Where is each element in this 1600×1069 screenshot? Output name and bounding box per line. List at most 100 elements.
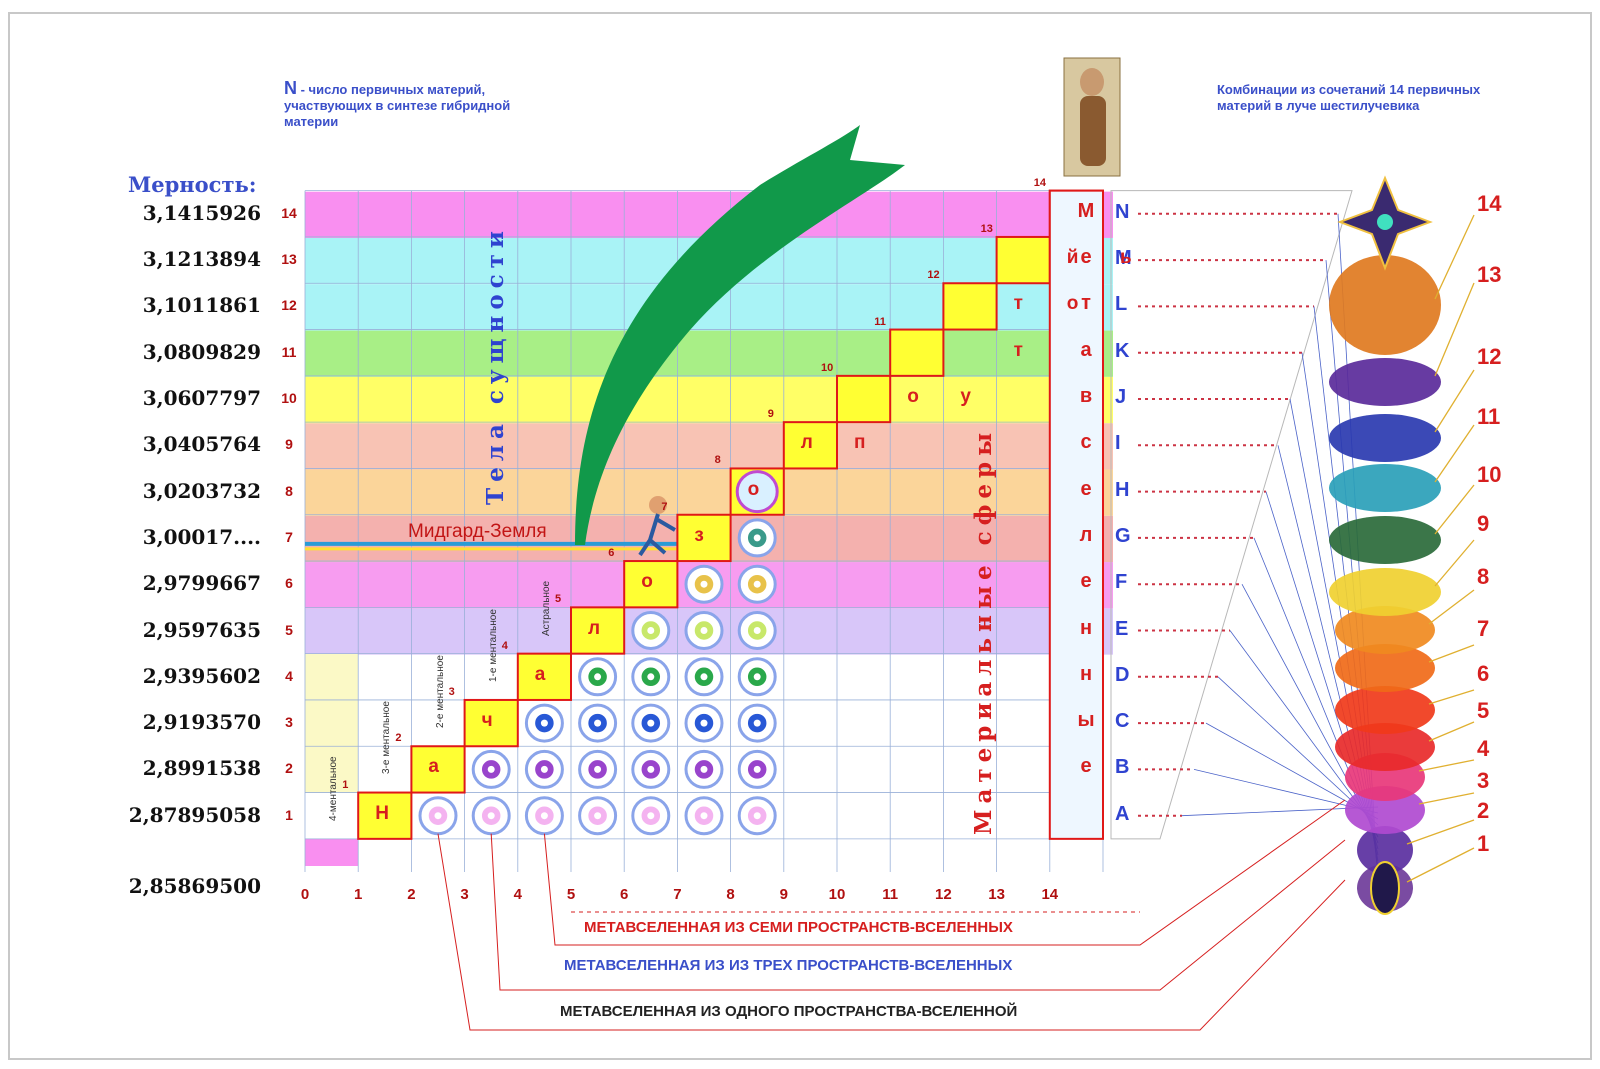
sphere-icon bbox=[753, 534, 761, 542]
dimension-value: 3,1415926 bbox=[142, 200, 261, 225]
dimension-value: 2,87895058 bbox=[128, 802, 261, 827]
ray-number-13: 13 bbox=[1477, 262, 1502, 287]
sphere-icon bbox=[700, 673, 708, 681]
dimension-title: Мерность: bbox=[128, 172, 257, 197]
stair-letter: о bbox=[1066, 293, 1079, 315]
stair-number-6: 6 bbox=[608, 547, 615, 560]
stair-number-8: 8 bbox=[714, 454, 721, 467]
sphere-icon bbox=[700, 627, 708, 634]
stair-letter: а bbox=[428, 756, 439, 778]
dimension-value: 3,1213894 bbox=[142, 247, 261, 272]
band-level-10 bbox=[305, 376, 1113, 424]
metauniverse-letter: н bbox=[1079, 662, 1093, 685]
level-label-5: 5 bbox=[285, 621, 293, 638]
ray-number-4: 4 bbox=[1477, 736, 1490, 761]
combination-label-E: E bbox=[1115, 617, 1129, 640]
stair-step-5 bbox=[570, 606, 626, 655]
band-mental bbox=[305, 653, 359, 793]
chakra-segment-2 bbox=[1357, 826, 1413, 874]
chakra-leader-13 bbox=[1434, 282, 1475, 377]
x-tick-10: 10 bbox=[828, 886, 846, 903]
dimension-value: 3,0405764 bbox=[142, 432, 261, 457]
metauniverse-letter: с bbox=[1080, 431, 1092, 454]
stair-letter: т bbox=[1013, 293, 1023, 315]
stair-number-5: 5 bbox=[555, 593, 562, 606]
stair-number-10: 10 bbox=[821, 361, 834, 374]
vertical-text-bodies: Тела сущности bbox=[482, 225, 509, 505]
chakra-leader-6 bbox=[1428, 689, 1475, 705]
sphere-icon bbox=[700, 580, 708, 588]
ray-number-12: 12 bbox=[1477, 344, 1502, 369]
stair-number-2: 2 bbox=[395, 732, 402, 745]
metauniverse-column bbox=[1048, 189, 1105, 840]
metauniverse-letter: в bbox=[1079, 385, 1093, 407]
stair-letter: о bbox=[747, 478, 760, 500]
combination-label-M: M bbox=[1115, 247, 1132, 270]
level-label-6: 6 bbox=[285, 575, 293, 592]
sphere-icon bbox=[594, 812, 602, 820]
mental-label: 2-е ментальное bbox=[434, 655, 446, 729]
midgard-label: Мидгард-Земля bbox=[408, 521, 547, 542]
mental-label: 4-ментальное bbox=[328, 756, 340, 821]
runner-figure-icon bbox=[638, 513, 677, 557]
stair-letter: а bbox=[534, 663, 546, 685]
sphere-icon bbox=[753, 812, 761, 820]
chakra-leader-5 bbox=[1428, 721, 1475, 742]
x-tick-8: 8 bbox=[726, 886, 735, 903]
elder-portrait-icon bbox=[1080, 96, 1106, 166]
stair-number-7: 7 bbox=[661, 500, 668, 513]
sphere-icon bbox=[700, 719, 708, 727]
sphere-icon bbox=[700, 812, 708, 820]
metauniverse-letter: е bbox=[1080, 477, 1092, 500]
ray-number-7: 7 bbox=[1477, 616, 1490, 641]
chakra-leader-9 bbox=[1434, 539, 1475, 587]
chakra-leader-2 bbox=[1406, 819, 1475, 845]
fan-outline bbox=[1110, 190, 1353, 840]
sphere-icon bbox=[594, 765, 602, 773]
combination-label-I: I bbox=[1115, 432, 1121, 455]
sphere-icon bbox=[647, 719, 655, 727]
combination-label-B: B bbox=[1115, 756, 1130, 779]
diagram-frame bbox=[8, 12, 1592, 1060]
ray-number-5: 5 bbox=[1477, 698, 1490, 723]
level-label-9: 9 bbox=[285, 436, 293, 453]
level-label-4: 4 bbox=[285, 667, 293, 684]
combination-label-L: L bbox=[1115, 293, 1128, 316]
caption-leader-1 bbox=[437, 833, 1346, 1031]
combination-label-G: G bbox=[1115, 524, 1131, 547]
chakra-segment-13 bbox=[1329, 358, 1441, 406]
x-tick-6: 6 bbox=[620, 886, 629, 903]
stair-step-1 bbox=[357, 791, 413, 840]
dimension-value: 2,9395602 bbox=[142, 663, 261, 688]
sphere-icon bbox=[487, 765, 495, 773]
ray-number-8: 8 bbox=[1477, 564, 1490, 589]
chakra-segment-5 bbox=[1335, 723, 1435, 771]
combination-label-K: K bbox=[1115, 339, 1130, 362]
caption-leader-2 bbox=[490, 833, 1346, 991]
mental-label: 3-е ментальное bbox=[381, 701, 393, 775]
stair-number-14: 14 bbox=[1033, 176, 1047, 189]
x-tick-9: 9 bbox=[779, 886, 788, 903]
band-base bbox=[305, 838, 359, 866]
star-icon bbox=[1377, 214, 1393, 230]
sphere-icon bbox=[753, 580, 761, 588]
stair-letter: п bbox=[854, 432, 866, 454]
dimension-value: 2,85869500 bbox=[128, 874, 261, 899]
combination-label-C: C bbox=[1115, 710, 1130, 733]
sphere-grid bbox=[418, 470, 779, 836]
chakra-segment-14 bbox=[1329, 255, 1441, 355]
sphere-icon bbox=[647, 673, 655, 681]
level-label-13: 13 bbox=[281, 251, 297, 268]
vertical-text-spheres: Материальные сферы bbox=[970, 426, 997, 835]
level-label-3: 3 bbox=[285, 714, 293, 731]
dimension-value: 2,9799667 bbox=[142, 571, 261, 596]
sphere-icon bbox=[753, 719, 761, 727]
x-tick-13: 13 bbox=[988, 886, 1005, 903]
sphere-icon bbox=[753, 765, 761, 773]
level-label-10: 10 bbox=[281, 390, 297, 406]
metauniverse-letter: а bbox=[1080, 338, 1092, 361]
sphere-icon bbox=[540, 719, 548, 727]
x-tick-0: 0 bbox=[300, 886, 310, 903]
metauniverse-letter: е bbox=[1080, 246, 1092, 269]
metauniverse-letter: н bbox=[1079, 616, 1093, 639]
